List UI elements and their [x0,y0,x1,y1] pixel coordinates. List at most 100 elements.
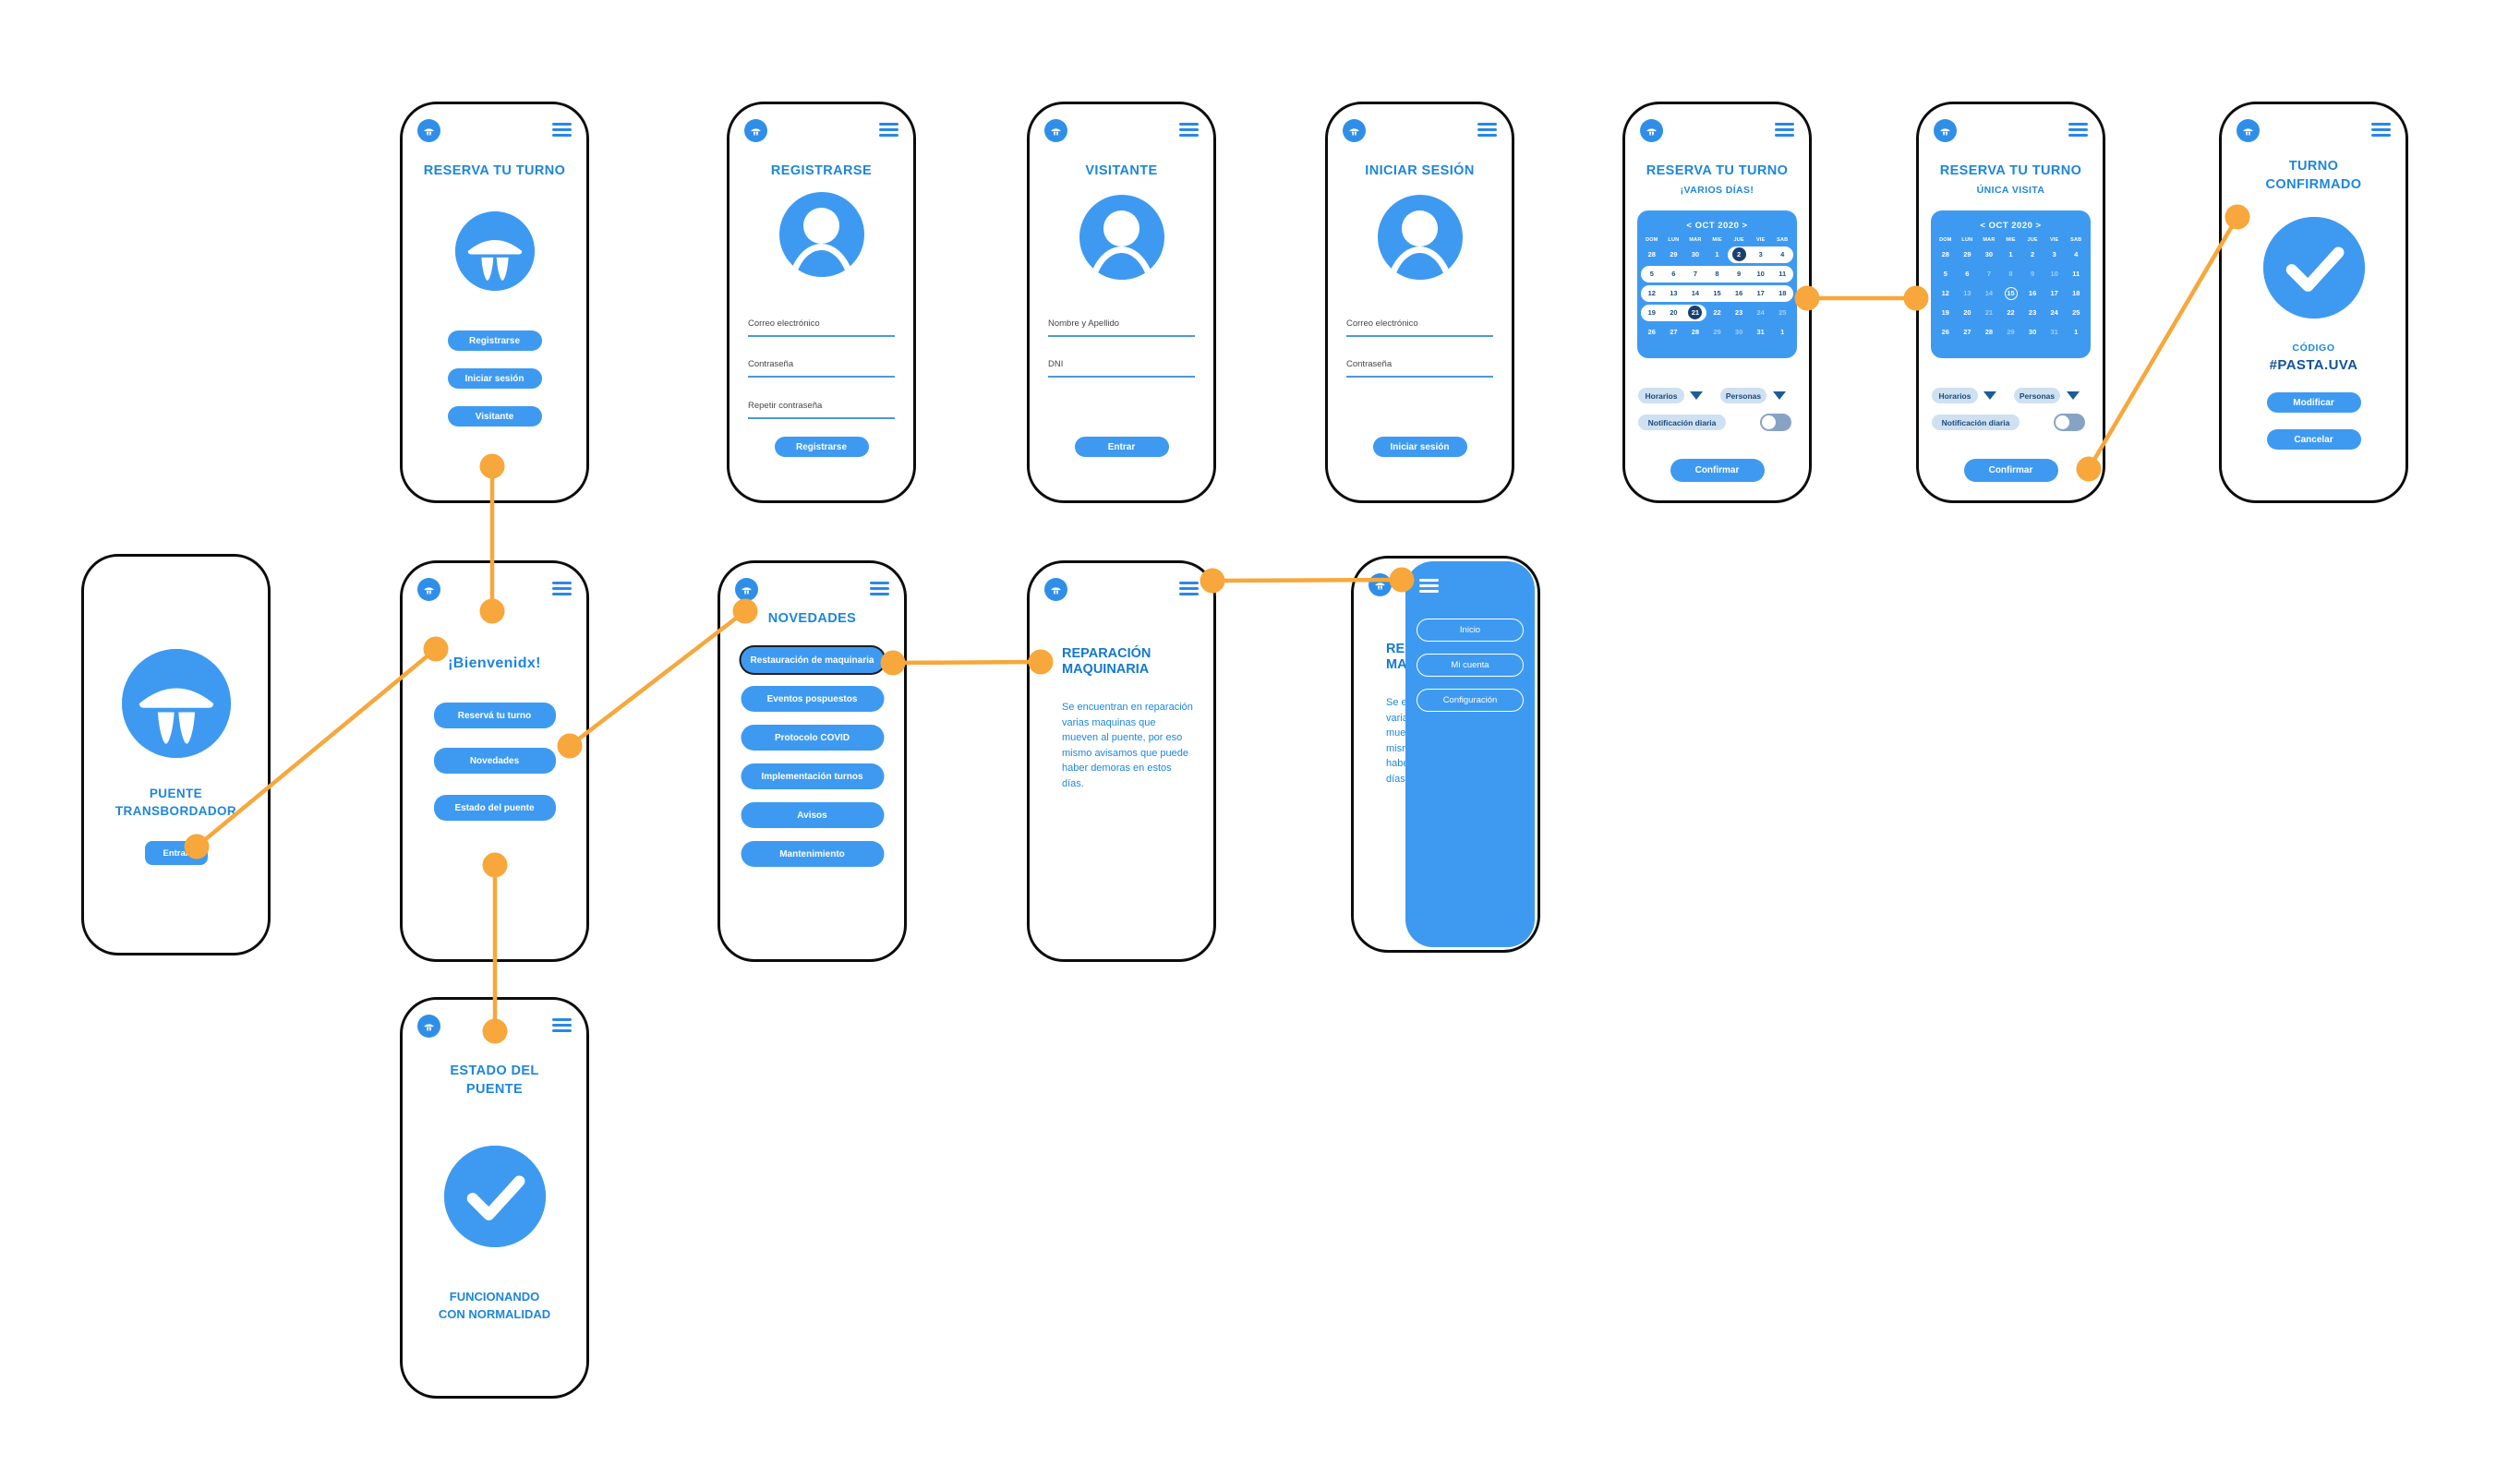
calendar-day[interactable]: 11 [1778,270,1787,278]
calendar-day[interactable]: 4 [1780,250,1785,258]
enter-button[interactable]: Entrar [144,841,208,865]
calendar-day[interactable]: 12 [1941,289,1949,297]
calendar-day[interactable]: 2 [1728,247,1750,261]
hamburger-menu-icon[interactable] [1179,123,1199,140]
calendar-day[interactable]: 29 [1713,328,1721,336]
calendar-day[interactable]: 20 [1670,308,1678,317]
calendar-day[interactable]: 23 [2028,308,2037,317]
iniciar-sesion-button[interactable]: Iniciar sesión [447,368,542,389]
calendar-day[interactable]: 6 [1671,270,1676,278]
modificar-button[interactable]: Modificar [2266,392,2361,413]
calendar-day[interactable]: 28 [1691,328,1700,336]
eventos-pospuestos-button[interactable]: Eventos pospuestos [741,686,884,712]
iniciar-sesion-submit-button[interactable]: Iniciar sesión [1372,437,1467,457]
calendar-day[interactable]: 13 [1963,289,1971,297]
restauracion-maquinaria-button[interactable]: Restauración de maquinaria [741,647,884,673]
calendar-day[interactable]: 9 [2031,270,2035,278]
calendar-day[interactable]: 14 [1691,289,1700,297]
calendar-day[interactable]: 30 [1734,328,1743,336]
calendar-day[interactable]: 21 [1684,306,1706,319]
calendar-day[interactable]: 20 [1963,308,1971,317]
novedades-button[interactable]: Novedades [433,748,556,774]
horarios-dropdown[interactable]: Horarios [1638,388,1684,403]
calendar-day[interactable]: 26 [1647,328,1656,336]
notificacion-toggle[interactable] [1760,414,1791,431]
personas-dropdown[interactable]: Personas [2014,388,2060,403]
hamburger-menu-icon[interactable] [552,123,572,140]
calendar-day[interactable]: 30 [1984,250,1994,258]
mantenimiento-button[interactable]: Mantenimiento [741,841,884,867]
calendar-day[interactable]: 31 [2050,328,2058,336]
calendar-day[interactable]: 17 [1756,289,1765,297]
menu-item-mi-cuenta[interactable]: Mi cuenta [1417,654,1524,677]
calendar-day[interactable]: 1 [2074,328,2079,336]
calendar-day[interactable]: 25 [2072,308,2080,317]
entrar-submit-button[interactable]: Entrar [1074,437,1169,457]
calendar-day[interactable]: 28 [1647,250,1656,258]
avisos-button[interactable]: Avisos [741,802,884,828]
calendar-day[interactable]: 7 [1693,270,1698,278]
calendar-day[interactable]: 3 [2052,250,2056,258]
calendar-day[interactable]: 6 [1965,270,1970,278]
name-field[interactable]: Nombre y Apellido [1048,318,1195,337]
hamburger-menu-icon[interactable] [879,123,898,140]
menu-item-inicio[interactable]: Inicio [1417,619,1524,642]
calendar-day[interactable]: 16 [1734,289,1743,297]
calendar-day[interactable]: 8 [1715,270,1719,278]
reserva-turno-button[interactable]: Reservá tu turno [433,703,556,728]
calendar-day[interactable]: 1 [2008,250,2013,258]
calendar-day[interactable]: 2 [2031,250,2035,258]
calendar-day[interactable]: 19 [1941,308,1949,317]
calendar-month-nav[interactable]: < OCT 2020 > [1980,221,2042,231]
email-field[interactable]: Correo electrónico [1346,318,1493,337]
calendar-day[interactable]: 15 [1713,289,1721,297]
horarios-dropdown[interactable]: Horarios [1932,388,1978,403]
personas-dropdown[interactable]: Personas [1720,388,1766,403]
hamburger-menu-icon[interactable] [2371,123,2391,140]
calendar-day[interactable]: 29 [1670,250,1678,258]
protocolo-covid-button[interactable]: Protocolo COVID [741,725,884,751]
horarios-chevron-down-icon[interactable] [1983,391,1996,400]
hamburger-menu-icon[interactable] [552,1018,572,1036]
calendar-day[interactable]: 5 [1649,270,1654,278]
calendar-day[interactable]: 22 [1713,308,1721,317]
hamburger-menu-icon[interactable] [1477,123,1497,140]
calendar-day[interactable]: 21 [1984,308,1994,317]
calendar-day[interactable]: 29 [1963,250,1971,258]
personas-chevron-down-icon[interactable] [1773,391,1786,400]
calendar-day[interactable]: 18 [2072,289,2080,297]
password-field[interactable]: Contraseña [1346,359,1493,378]
calendar-day[interactable]: 17 [2050,289,2058,297]
calendar-day[interactable]: 31 [1756,328,1765,336]
cancelar-button[interactable]: Cancelar [2266,429,2361,450]
confirmar-button[interactable]: Confirmar [1963,459,2058,482]
estado-puente-button[interactable]: Estado del puente [433,795,556,821]
calendar-day[interactable]: 24 [1756,308,1765,317]
calendar-day[interactable]: 27 [1963,328,1971,336]
calendar-day[interactable]: 18 [1778,289,1787,297]
calendar-day[interactable]: 7 [1986,270,1992,278]
hamburger-menu-icon[interactable] [1775,123,1794,140]
calendar-day[interactable]: 22 [2007,308,2015,317]
calendar-day[interactable]: 28 [1984,328,1994,336]
menu-item-configuracion[interactable]: Configuración [1417,689,1524,712]
confirmar-button[interactable]: Confirmar [1670,459,1765,482]
hamburger-menu-icon[interactable] [870,582,889,599]
calendar-day[interactable]: 14 [1984,289,1994,297]
dni-field[interactable]: DNI [1048,359,1195,378]
calendar-day[interactable]: 4 [2074,250,2079,258]
hamburger-menu-icon[interactable] [552,582,572,599]
calendar-day[interactable]: 23 [1734,308,1743,317]
repeat-password-field[interactable]: Repetir contraseña [748,401,895,419]
calendar-month-nav[interactable]: < OCT 2020 > [1686,221,1748,231]
calendar-day[interactable]: 30 [1691,250,1700,258]
calendar-day[interactable]: 1 [1715,250,1719,258]
calendar-day[interactable]: 12 [1647,289,1656,297]
calendar-day[interactable]: 11 [2072,270,2080,278]
password-field[interactable]: Contraseña [748,359,895,378]
calendar-day[interactable]: 15 [2000,286,2022,300]
visitante-button[interactable]: Visitante [447,406,542,427]
calendar-day[interactable]: 5 [1943,270,1947,278]
calendar-day[interactable]: 19 [1647,308,1656,317]
calendar-day[interactable]: 24 [2050,308,2058,317]
